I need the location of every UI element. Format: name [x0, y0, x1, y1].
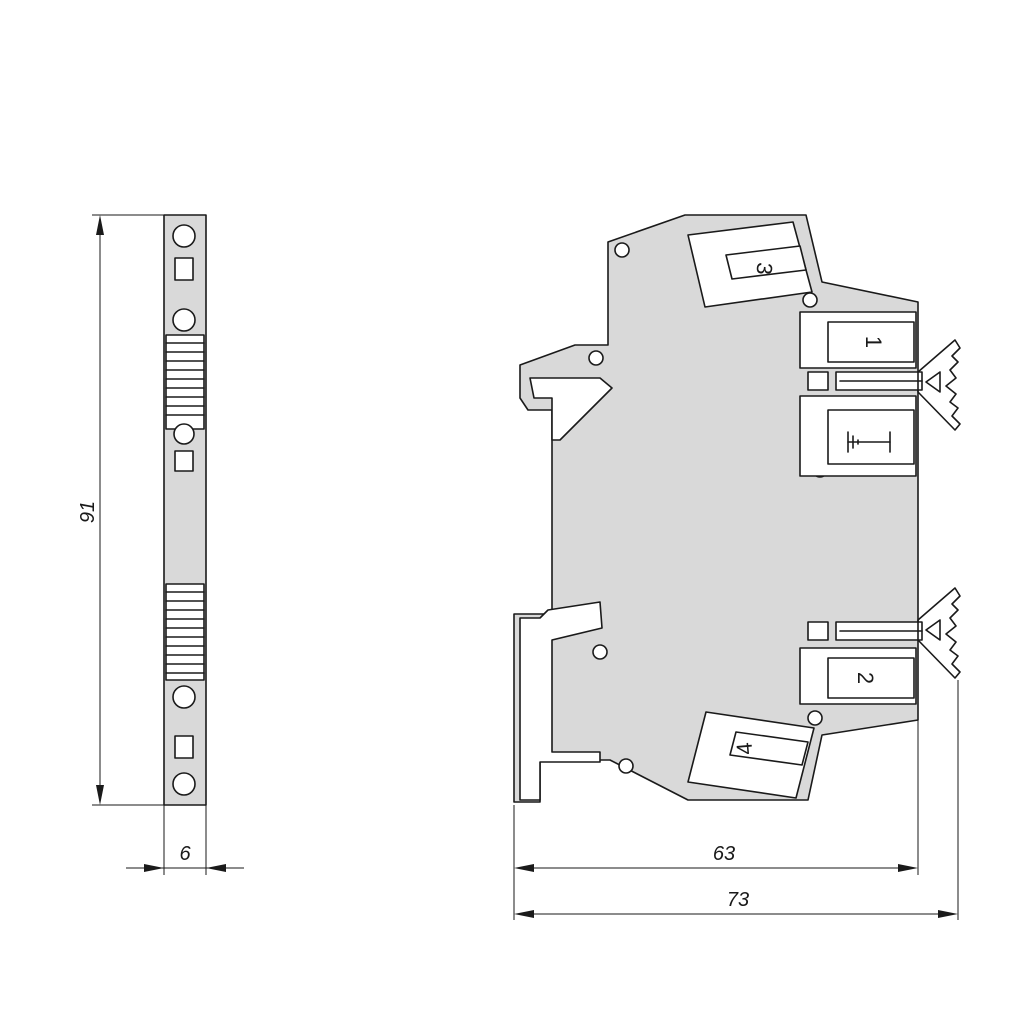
side-screw-lower	[172, 685, 196, 709]
clip-screw-lower	[592, 644, 608, 660]
terminal-3-label: 3	[751, 261, 777, 275]
side-screw-upper	[172, 308, 196, 332]
contact-strip-lower	[807, 621, 923, 641]
contact-strip-upper	[807, 371, 923, 391]
spring-clamp-lower	[917, 587, 961, 679]
dimension-inner-length-label: 63	[713, 843, 735, 865]
side-latch-bottom	[174, 735, 194, 759]
hole-top-left	[614, 242, 630, 258]
dimension-width: 6	[126, 805, 244, 875]
side-latch-top	[174, 257, 194, 281]
terminal-4: 4	[687, 711, 815, 799]
hole-bottom-left	[618, 758, 634, 774]
hole-top-right	[802, 292, 818, 308]
dimension-height-label: 91	[77, 501, 99, 523]
side-view	[163, 214, 207, 806]
side-ribs-lower	[165, 583, 205, 681]
terminal-2: 2	[799, 647, 917, 705]
clip-screw-upper	[588, 350, 604, 366]
ground-symbol-icon	[847, 431, 891, 453]
terminal-2-label: 2	[853, 672, 878, 684]
terminal-1: 1	[799, 311, 917, 369]
side-screw-bottom	[172, 772, 196, 796]
side-view-body	[163, 214, 207, 806]
dimension-inner-length: 63	[513, 720, 919, 920]
din-clip-lower	[519, 601, 603, 801]
dimension-width-label: 6	[179, 843, 191, 865]
dimension-total-length-label: 73	[727, 889, 749, 911]
terminal-1-label: 1	[861, 336, 886, 348]
dimension-total-length: 73	[514, 680, 959, 920]
front-view: 3 1	[513, 214, 961, 803]
din-clip-upper	[529, 377, 613, 441]
terminal-4-label: 4	[732, 741, 758, 755]
hole-bottom-right	[807, 710, 823, 726]
terminal-3: 3	[687, 221, 813, 308]
spring-clamp-upper	[917, 339, 961, 431]
side-window	[174, 450, 194, 472]
dimension-height: 91	[77, 214, 164, 806]
side-screw-mid	[173, 423, 195, 445]
terminal-ground	[799, 395, 917, 477]
side-ribs-upper	[165, 334, 205, 430]
side-screw-top	[172, 224, 196, 248]
